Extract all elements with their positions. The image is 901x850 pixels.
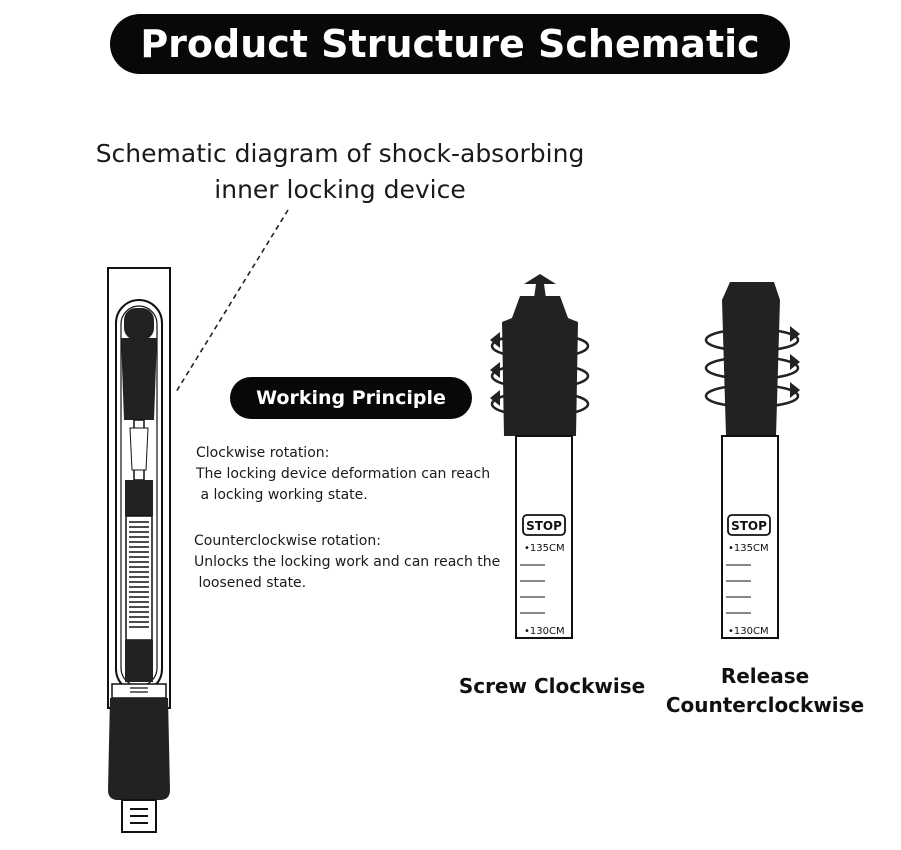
release-counterclockwise-label: Release Counterclockwise <box>660 662 870 720</box>
pole-grip <box>108 698 170 800</box>
mark-top-2: •135CM <box>728 543 769 554</box>
tube-2-label-line-1: Release <box>720 664 810 688</box>
tube-counterclockwise: STOP •135CM •130CM <box>704 282 800 639</box>
stop-label-1: STOP <box>526 519 562 533</box>
clockwise-title: Clockwise rotation: <box>196 445 330 461</box>
pole-assembly <box>107 267 171 833</box>
measure-tube-clockwise <box>515 435 573 639</box>
counter-title: Counterclockwise rotation: <box>194 533 381 549</box>
clockwise-description: Clockwise rotation: The locking device d… <box>196 443 490 506</box>
screw-clockwise-label: Screw Clockwise <box>452 672 652 701</box>
mark-bottom-2: •130CM <box>728 626 769 637</box>
measure-tube-counterclockwise <box>721 435 779 639</box>
mark-top-1: •135CM <box>524 543 565 554</box>
clockwise-arrows <box>490 332 590 418</box>
title-pill <box>110 14 790 74</box>
clockwise-line-2: a locking working state. <box>196 487 368 503</box>
caption-leader-line <box>175 209 289 393</box>
counter-line-1: Unlocks the locking work and can reach t… <box>194 554 501 570</box>
clockwise-line-1: The locking device deformation can reach <box>196 466 491 482</box>
tube-1-label-line-1: Screw Clockwise <box>458 674 646 698</box>
lock-head-counterclockwise <box>722 282 780 436</box>
working-principle-pill <box>230 377 472 419</box>
expander-cap <box>124 308 154 340</box>
lower-plug <box>125 640 153 682</box>
caption-line-2: inner locking device <box>214 175 466 204</box>
tube-2-label-line-2: Counterclockwise <box>665 693 865 717</box>
spring-coils <box>129 521 149 628</box>
tube-clockwise: STOP •135CM •130CM <box>490 274 590 639</box>
caption-line-1: Schematic diagram of shock-absorbing <box>95 139 585 168</box>
expander-body <box>121 338 157 420</box>
lock-block <box>125 480 153 516</box>
stop-label-2: STOP <box>731 519 767 533</box>
mark-bottom-1: •130CM <box>524 626 565 637</box>
diagram-caption: Schematic diagram of shock-absorbing inn… <box>60 136 620 208</box>
counterclockwise-description: Counterclockwise rotation: Unlocks the l… <box>194 531 500 594</box>
counter-line-2: loosened state. <box>194 575 307 591</box>
page-title: Product Structure Schematic <box>140 22 760 66</box>
lock-head-clockwise <box>502 296 578 436</box>
working-principle-heading: Working Principle <box>256 387 446 409</box>
pole-collar <box>111 683 167 699</box>
counterclockwise-arrows <box>704 327 800 409</box>
